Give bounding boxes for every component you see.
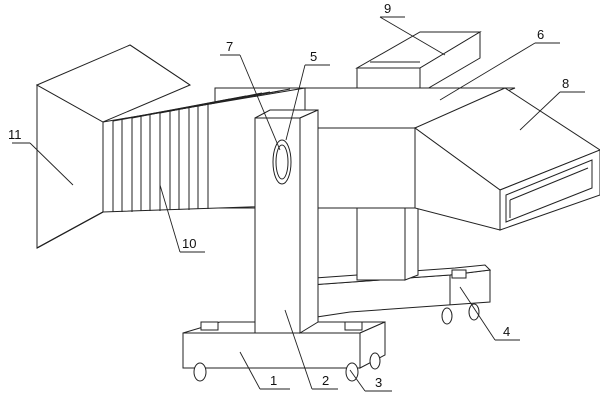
inlet-hood	[35, 44, 192, 249]
outlet-hood	[414, 87, 600, 231]
callout-labels: 11 10 7 5 9 6 8 1 2 3 4	[8, 1, 569, 390]
bellows-pleats	[112, 88, 291, 212]
label-10: 10	[182, 236, 196, 251]
front-base	[182, 321, 386, 382]
label-5: 5	[310, 49, 317, 64]
label-1: 1	[270, 373, 277, 388]
rear-column	[356, 199, 419, 281]
label-6: 6	[537, 27, 544, 42]
label-11: 11	[8, 127, 22, 142]
label-8: 8	[562, 76, 569, 91]
label-9: 9	[384, 1, 391, 16]
label-7: 7	[226, 39, 233, 54]
adjust-knob[interactable]	[272, 139, 292, 185]
label-4: 4	[503, 324, 510, 339]
label-2: 2	[322, 373, 329, 388]
label-3: 3	[375, 375, 382, 390]
callout-leaders	[12, 16, 585, 392]
top-box	[355, 31, 482, 94]
